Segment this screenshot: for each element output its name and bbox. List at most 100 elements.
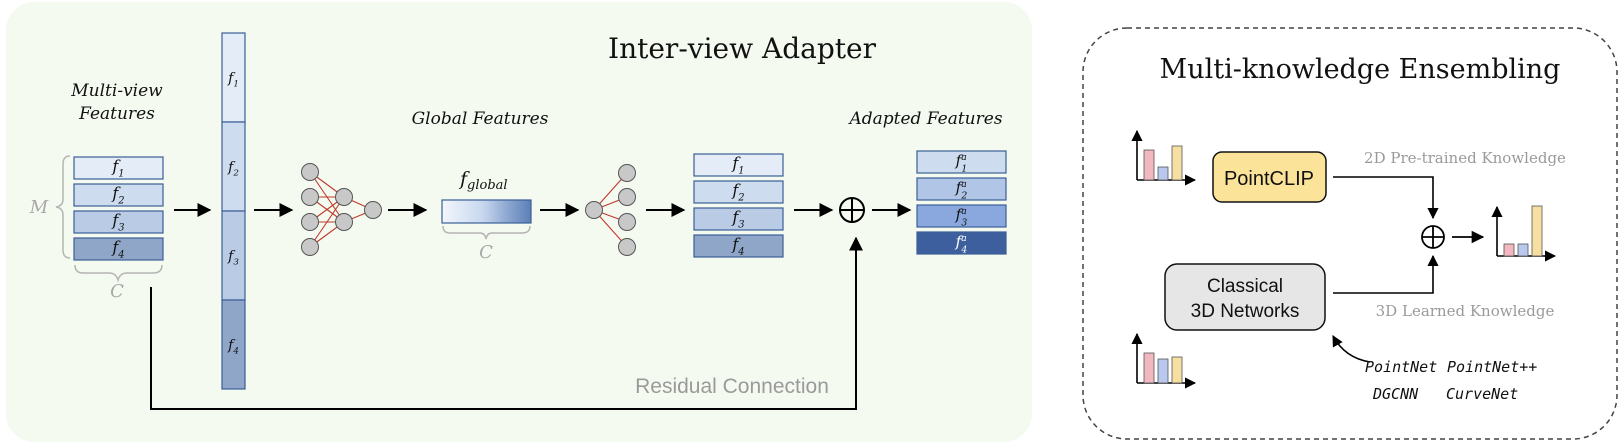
chart-bar (1143, 149, 1155, 181)
feature-label: f1 (111, 157, 124, 180)
feature-cell (73, 183, 164, 207)
feature-superscript: a (961, 179, 967, 190)
pretrained-knowledge-label: 2D Pre-trained Knowledge (1364, 149, 1566, 167)
feature-subscript: 3 (738, 219, 744, 230)
feature-subscript: 4 (960, 245, 967, 256)
network-node (301, 238, 319, 256)
m-symbol: M (29, 197, 49, 218)
concat-feature-cell (221, 32, 246, 123)
m-brace (55, 155, 71, 259)
ensemble-sum-icon (1421, 225, 1445, 249)
feature-symbol: f (731, 208, 741, 227)
global-feature-symbol: fglobal (458, 168, 508, 193)
chart-bar (1143, 352, 1155, 384)
feature-label: f2 (227, 160, 239, 179)
feature-symbol: f (955, 179, 964, 197)
feature-label: f1 (731, 154, 744, 177)
feature-label: f4 (731, 235, 744, 258)
network-node (301, 163, 319, 181)
network-name-curvenet: CurveNet (1446, 385, 1518, 403)
feature-symbol: f (227, 338, 236, 354)
feature-subscript: 4 (232, 347, 239, 357)
feature-cell (693, 153, 784, 177)
feature-subscript: 2 (737, 192, 744, 203)
feature-superscript: a (961, 206, 967, 217)
concat-feature-cell (221, 299, 246, 390)
feature-subscript: 1 (118, 168, 124, 179)
feature-label: f4 (111, 238, 124, 261)
feature-subscript: 1 (233, 80, 239, 90)
pointclip-label: PointCLIP (1224, 168, 1314, 190)
feature-cell (916, 204, 1007, 228)
classical-label-line1: Classical (1207, 276, 1283, 297)
chart-bar (1531, 205, 1543, 257)
feature-symbol: f (731, 181, 741, 200)
feature-cell (693, 234, 784, 258)
chart-bar (1517, 243, 1529, 257)
network-node (301, 213, 319, 231)
feature-superscript: a (961, 233, 967, 244)
learned-knowledge-line (1333, 254, 1439, 294)
feature-cell (693, 180, 784, 204)
c-symbol-multiview: C (110, 281, 124, 302)
chart-bar (1171, 145, 1183, 181)
feature-subscript: 2 (117, 195, 124, 206)
multiview-label-line1: Multi-view (70, 81, 163, 101)
feature-cell (73, 156, 164, 180)
networks-curved-arrow (1332, 335, 1371, 363)
global-feature-bar (441, 199, 532, 224)
feature-subscript: 3 (961, 218, 967, 229)
global-features-group: Global Features fglobal C (412, 109, 549, 263)
feature-cell (73, 237, 164, 261)
c-brace-multiview (74, 264, 163, 283)
network-node (585, 201, 603, 219)
feature-label: f2 (111, 184, 124, 207)
feature-label: f3 (111, 211, 124, 234)
feature-cell (73, 210, 164, 234)
chart-bar (1157, 166, 1169, 181)
feature-symbol: f (955, 206, 964, 224)
multiview-label-line2: Features (78, 104, 155, 124)
feature-symbol: f (955, 152, 964, 170)
feature-subscript: 2 (232, 169, 239, 179)
feature-symbol: f (227, 71, 236, 87)
chart-bar (1157, 358, 1169, 384)
learned-knowledge-label: 3D Learned Knowledge (1376, 302, 1555, 320)
pretrained-knowledge-line (1333, 176, 1439, 220)
feature-cell (693, 207, 784, 231)
concat-feature-cell (221, 121, 246, 212)
network-node (618, 164, 636, 182)
concat-feature-cell (221, 210, 246, 301)
network-node (364, 201, 382, 219)
feature-label: f2 (731, 181, 744, 204)
network-node (618, 188, 636, 206)
c-brace-global (442, 225, 531, 240)
chart-bar (1503, 243, 1515, 257)
c-symbol-global: C (479, 242, 493, 263)
pointclip-box: PointCLIP (1212, 151, 1327, 203)
feature-symbol: f (731, 154, 741, 173)
network-name-pointnet: PointNet (1365, 358, 1437, 376)
feature-symbol: f (111, 211, 121, 230)
feature-label: f1 (227, 71, 239, 90)
pointclip-prediction-chart-icon (1131, 129, 1197, 186)
classical-prediction-chart-icon (1131, 332, 1197, 389)
residual-connection-label: Residual Connection (635, 375, 829, 398)
network-name-dgcnn: DGCNN (1372, 385, 1419, 403)
feature-label: f4 (227, 338, 239, 357)
network-node (335, 188, 353, 206)
feature-subscript: 1 (961, 164, 967, 175)
network-node (301, 188, 319, 206)
chart-bar (1171, 356, 1183, 384)
feature-symbol: f (227, 160, 236, 176)
